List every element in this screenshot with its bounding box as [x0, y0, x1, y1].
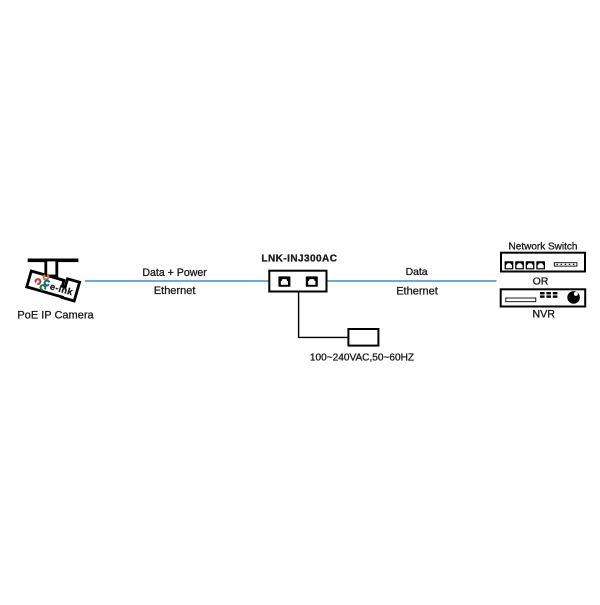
svg-text:Ethernet: Ethernet — [154, 285, 196, 297]
svg-text:OR: OR — [533, 276, 549, 288]
svg-text:PoE IP Camera: PoE IP Camera — [17, 309, 94, 321]
svg-text:Network Switch: Network Switch — [509, 242, 578, 253]
svg-text:NVR: NVR — [532, 309, 555, 321]
svg-text:100~240VAC,50~60HZ: 100~240VAC,50~60HZ — [310, 353, 414, 364]
svg-text:Ethernet: Ethernet — [396, 286, 438, 298]
svg-text:LNK-INJ300AC: LNK-INJ300AC — [261, 254, 337, 265]
svg-text:Data: Data — [406, 267, 428, 278]
svg-text:Data + Power: Data + Power — [142, 267, 207, 279]
